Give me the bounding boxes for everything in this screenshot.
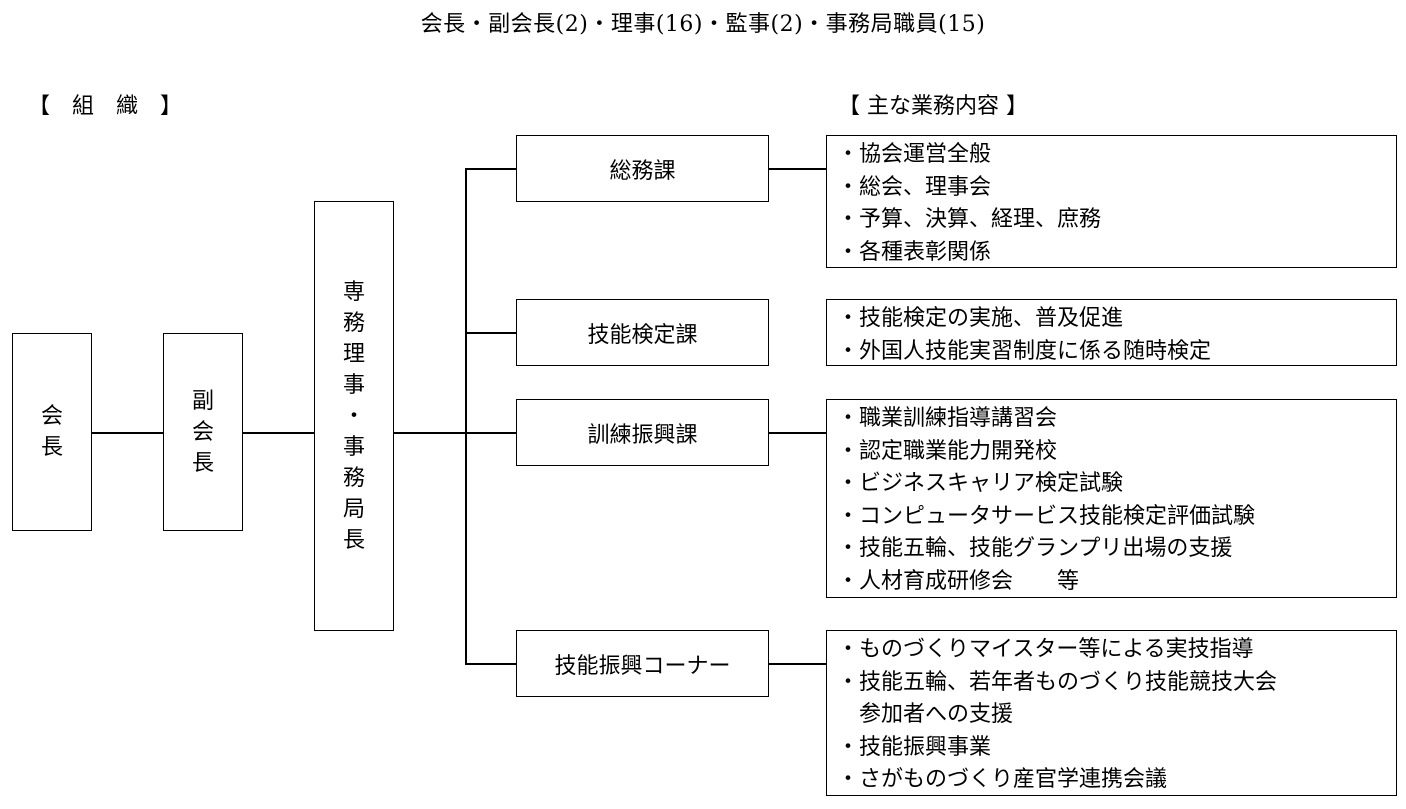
dept-general-affairs: 総務課 [516,135,769,202]
connector-line [243,432,314,434]
task-continuation-text: 参加者への支援 [859,702,1014,728]
vice-chairman-char: 副 [191,388,214,414]
task-item: ・技能五輪、技能グランプリ出場の支援 [837,536,1233,562]
task-item: ・ものづくりマイスター等による実技指導 [837,637,1254,662]
vice-chairman-char: 会 [191,419,214,445]
task-item: ・予算、決算、経理、庶務 [837,207,1102,233]
connector-line [465,332,517,334]
connector-line [769,432,827,434]
task-item: ・コンピュータサービス技能検定評価試験 [837,503,1256,529]
chairman-char: 会 [40,404,63,429]
tasks-skill-promotion-corner: ・ものづくりマイスター等による実技指導 ・技能五輪、若年者ものづくり技能競技大会… [826,630,1397,796]
dept-training-promotion: 訓練振興課 [516,399,769,466]
connector-line [769,663,827,665]
executive-director-char: 事 [342,372,365,398]
connector-line [465,168,517,170]
task-item: ・ビジネスキャリア検定試験 [837,471,1124,497]
connector-line [394,432,466,434]
tasks-skill-test: ・技能検定の実施、普及促進 ・外国人技能実習制度に係る随時検定 [826,299,1397,366]
executive-director-char: 務 [342,310,365,336]
dept-skill-test: 技能検定課 [516,299,769,366]
tasks-training-promotion: ・職業訓練指導講習会 ・認定職業能力開発校 ・ビジネスキャリア検定試験 ・コンピ… [826,399,1397,598]
task-item: ・認定職業能力開発校 [837,438,1058,464]
task-item: ・協会運営全般 [837,142,992,167]
executive-director-char: 専 [342,279,365,305]
tasks-general-affairs: ・協会運営全般 ・総会、理事会 ・予算、決算、経理、庶務 ・各種表彰関係 [826,135,1397,268]
task-item: ・人材育成研修会 等 [837,568,1080,594]
executive-director-char: 理 [342,341,365,367]
executive-director-box: 専 務 理 事 ・ 事 務 局 長 [314,201,394,631]
task-item: ・技能五輪、若年者ものづくり技能競技大会 [837,669,1278,695]
header-title: 会長・副会長(2)・理事(16)・監事(2)・事務局職員(15) [420,12,986,37]
task-item: ・総会、理事会 [837,174,992,200]
chairman-box: 会 長 [12,333,92,531]
executive-director-char: ・ [342,403,365,429]
executive-director-char: 長 [342,527,365,553]
task-item: ・外国人技能実習制度に係る随時検定 [837,338,1212,364]
executive-director-char: 事 [342,434,365,460]
vice-chairman-box: 副 会 長 [163,333,243,531]
dept-skill-promotion-corner: 技能振興コーナー [516,630,769,697]
task-item: ・さがものづくり産官学連携会議 [837,767,1168,793]
connector-line [465,432,517,434]
executive-director-char: 局 [342,496,365,522]
executive-director-char: 務 [342,465,365,491]
connector-trunk [465,168,467,664]
vice-chairman-char: 長 [191,450,214,476]
connector-line [92,432,163,434]
main-work-label: 【 主な業務内容 】 [838,94,1028,119]
task-item-continuation: 参加者への支援 [837,699,1396,732]
task-item: ・各種表彰関係 [837,239,992,265]
task-item: ・技能検定の実施、普及促進 [837,306,1124,331]
connector-line [769,168,827,170]
connector-line [465,663,517,665]
organization-label: 【 組 織 】 [28,94,183,119]
task-item: ・職業訓練指導講習会 [837,406,1058,431]
chairman-char: 長 [40,435,63,460]
task-item: ・技能振興事業 [837,734,992,760]
